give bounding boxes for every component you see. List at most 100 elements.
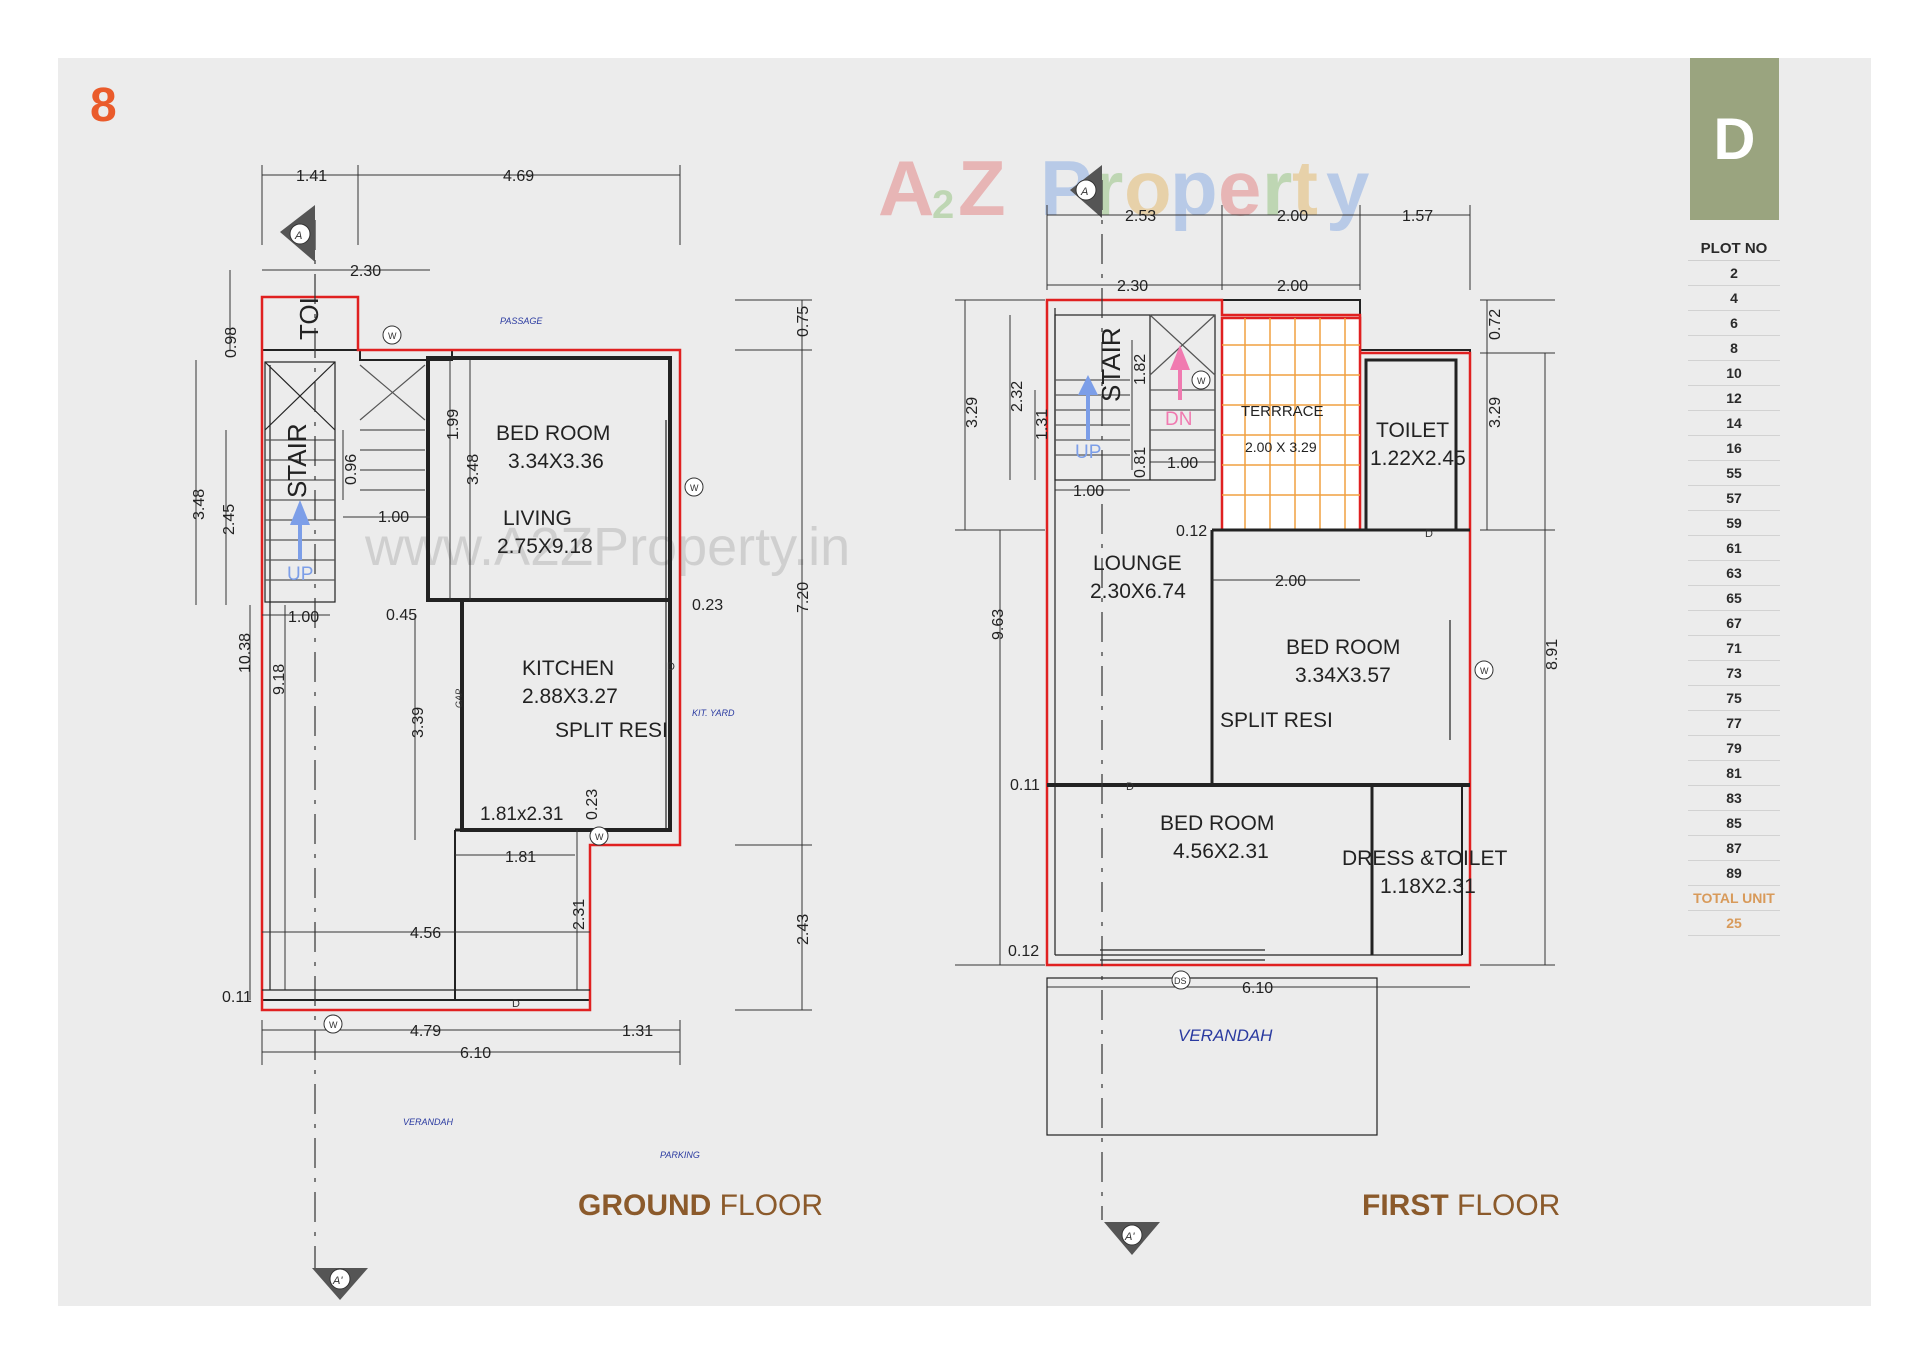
plot-row: 14 [1688, 411, 1780, 436]
svg-text:3.34X3.36: 3.34X3.36 [508, 450, 604, 473]
svg-text:e: e [1218, 144, 1261, 232]
svg-text:4.69: 4.69 [503, 168, 534, 185]
page-number: 8 [90, 79, 117, 132]
plot-row: 71 [1688, 636, 1780, 661]
svg-text:0.98: 0.98 [223, 327, 240, 358]
plot-row: 83 [1688, 786, 1780, 811]
ground-dimension-labels: 1.41 4.69 2.30 0.98 3.48 2.45 1.99 3.48 … [191, 168, 812, 1062]
first-dn-label: DN [1165, 409, 1192, 430]
first-room-labels: STAIR UP DN TERRRACE 2.00 X 3.29 TOILET … [1075, 327, 1507, 898]
svg-text:A: A [1080, 186, 1088, 198]
first-dimension-lines [955, 205, 1555, 988]
plot-row: 79 [1688, 736, 1780, 761]
first-up-arrow [1078, 375, 1098, 440]
svg-text:2: 2 [932, 183, 954, 227]
first-stair-label: STAIR [1096, 327, 1126, 402]
svg-text:1.00: 1.00 [1167, 455, 1198, 472]
ground-room-labels: TOI STAIR UP BED ROOM 3.34X3.36 LIVING 2… [282, 297, 668, 825]
svg-text:W: W [388, 331, 397, 341]
svg-text:KIT. YARD: KIT. YARD [692, 708, 735, 718]
plot-row: 75 [1688, 686, 1780, 711]
svg-text:0.23: 0.23 [692, 597, 723, 614]
section-marker-a-prime-first: A' [1104, 1222, 1160, 1255]
svg-text:A: A [294, 230, 302, 242]
svg-text:3.48: 3.48 [191, 489, 208, 520]
svg-text:D: D [667, 661, 675, 673]
svg-text:1.81x2.31: 1.81x2.31 [480, 804, 563, 825]
ground-up-arrow [290, 500, 310, 560]
svg-text:2.30: 2.30 [1117, 278, 1148, 295]
section-marker-a-ground: A [280, 205, 315, 262]
plot-row: 81 [1688, 761, 1780, 786]
svg-text:1.31: 1.31 [622, 1023, 653, 1040]
svg-text:2.43: 2.43 [795, 914, 812, 945]
plot-list-header: PLOT NO [1688, 238, 1780, 261]
plot-row: 10 [1688, 361, 1780, 386]
svg-text:SPLIT RESI: SPLIT RESI [555, 719, 668, 742]
svg-text:BED ROOM: BED ROOM [1286, 636, 1400, 659]
svg-text:SPLIT RESI: SPLIT RESI [1220, 709, 1333, 732]
svg-text:2.00: 2.00 [1275, 573, 1306, 590]
svg-text:A: A [878, 144, 934, 232]
svg-text:0.11: 0.11 [222, 989, 252, 1006]
plot-row: 89 [1688, 861, 1780, 886]
ground-up-label: UP [287, 564, 313, 585]
svg-text:A': A' [332, 1275, 343, 1287]
svg-text:DS: DS [1174, 976, 1187, 986]
svg-text:D: D [512, 998, 520, 1010]
plot-row: 63 [1688, 561, 1780, 586]
svg-text:PARKING: PARKING [660, 1150, 700, 1160]
first-dn-arrow [1170, 345, 1190, 400]
svg-text:A': A' [1124, 1231, 1135, 1243]
svg-text:0.45: 0.45 [386, 607, 417, 624]
plot-row: 59 [1688, 511, 1780, 536]
svg-text:DRESS &TOILET: DRESS &TOILET [1342, 847, 1507, 870]
plot-row: 87 [1688, 836, 1780, 861]
svg-text:BED ROOM: BED ROOM [1160, 812, 1274, 835]
plot-list: PLOT NO 2 4 6 8 10 12 14 16 55 57 59 61 … [1688, 238, 1780, 936]
ground-window-markers: W W W W D D [323, 325, 704, 1034]
svg-text:VERANDAH: VERANDAH [403, 1117, 454, 1127]
svg-text:Z: Z [958, 144, 1006, 232]
ground-area-labels: PASSAGE KIT. YARD VERANDAH PARKING GAP [403, 316, 735, 1160]
svg-text:1.22X2.45: 1.22X2.45 [1370, 447, 1466, 470]
svg-text:2.53: 2.53 [1125, 208, 1156, 225]
svg-text:0.23: 0.23 [584, 789, 601, 820]
svg-text:2.00: 2.00 [1277, 208, 1308, 225]
svg-text:10.38: 10.38 [237, 633, 254, 673]
section-marker-a-first: A [1070, 165, 1102, 218]
svg-text:7.20: 7.20 [795, 582, 812, 613]
ground-floor-plan [260, 220, 682, 1270]
watermark-logo: A 2 Z P r o p e r t y [878, 144, 1369, 232]
svg-text:2.45: 2.45 [221, 504, 238, 535]
svg-text:KITCHEN: KITCHEN [522, 657, 614, 680]
ground-dimension-lines [195, 165, 812, 1065]
svg-text:1.57: 1.57 [1402, 208, 1433, 225]
svg-text:0.96: 0.96 [343, 454, 360, 485]
svg-text:3.29: 3.29 [964, 397, 981, 428]
first-floor-title: FIRST FLOOR [1362, 1189, 1560, 1222]
svg-text:1.00: 1.00 [378, 509, 409, 526]
svg-text:0.12: 0.12 [1176, 523, 1207, 540]
svg-text:PASSAGE: PASSAGE [500, 316, 543, 326]
svg-text:2.00: 2.00 [1277, 278, 1308, 295]
svg-text:1.00: 1.00 [288, 609, 319, 626]
first-window-markers: W W DS D D [1126, 370, 1494, 990]
plot-row: 67 [1688, 611, 1780, 636]
svg-text:GAP: GAP [454, 689, 464, 708]
plot-row: 16 [1688, 436, 1780, 461]
svg-text:3.39: 3.39 [410, 707, 427, 738]
svg-text:W: W [595, 832, 604, 842]
plot-row: 61 [1688, 536, 1780, 561]
section-marker-a-prime-ground: A' [312, 1268, 368, 1300]
svg-text:8.91: 8.91 [1544, 639, 1561, 670]
first-up-label: UP [1075, 442, 1101, 463]
svg-text:2.88X3.27: 2.88X3.27 [522, 685, 618, 708]
first-dimension-labels: 2.53 2.00 1.57 2.30 2.00 3.29 2.32 1.31 … [964, 208, 1561, 997]
ground-floor-title: GROUND FLOOR [578, 1189, 823, 1222]
drawing-sheet [58, 58, 1871, 1306]
svg-text:0.12: 0.12 [1008, 943, 1039, 960]
svg-text:3.48: 3.48 [465, 454, 482, 485]
svg-text:2.75X9.18: 2.75X9.18 [497, 535, 593, 558]
svg-text:1.82: 1.82 [1132, 354, 1149, 385]
